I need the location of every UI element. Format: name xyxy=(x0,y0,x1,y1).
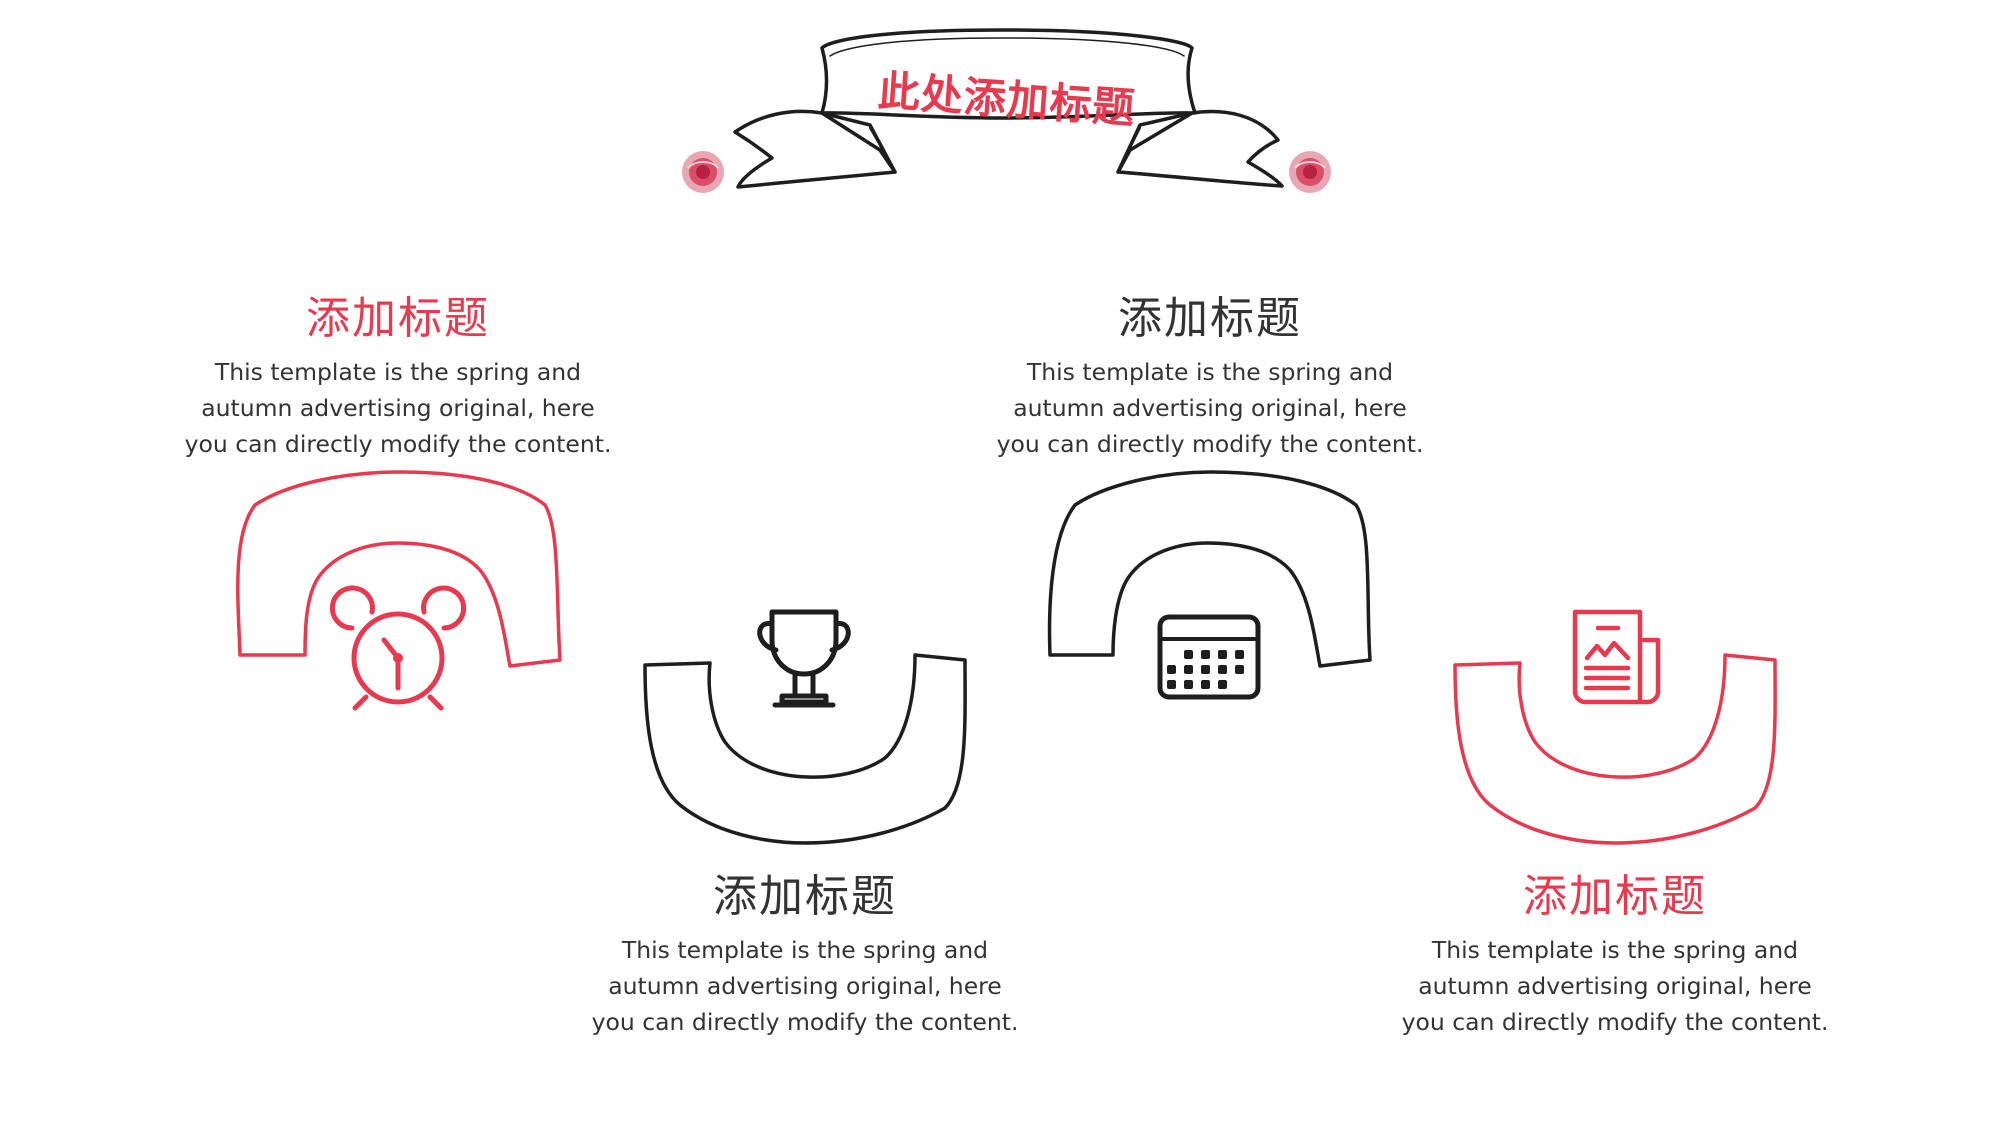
item-4-title: 添加标题 xyxy=(1523,871,1707,922)
item-1-line-1: This template is the spring and xyxy=(214,358,582,386)
newspaper-icon xyxy=(1572,609,1661,705)
alarm-clock-icon xyxy=(329,585,467,711)
arc-2 xyxy=(643,653,967,845)
arc-3 xyxy=(1047,470,1372,668)
item-4-line-1: This template is the spring and xyxy=(1431,936,1799,964)
item-3-title: 添加标题 xyxy=(1118,293,1302,344)
item-3-description: This template is the spring and autumn a… xyxy=(975,354,1445,462)
item-2-description: This template is the spring and autumn a… xyxy=(570,932,1040,1040)
item-1-line-2: autumn advertising original, here xyxy=(201,394,595,422)
item-3-line-2: autumn advertising original, here xyxy=(1013,394,1407,422)
item-3-line-1: This template is the spring and xyxy=(1026,358,1394,386)
calendar-icon xyxy=(1157,614,1261,700)
item-2-line-1: This template is the spring and xyxy=(621,936,989,964)
item-4-line-2: autumn advertising original, here xyxy=(1418,972,1812,1000)
item-1-title: 添加标题 xyxy=(306,293,490,344)
item-4-line-3: you can directly modify the content. xyxy=(1401,1008,1829,1036)
arc-4 xyxy=(1453,653,1777,845)
item-1-line-3: you can directly modify the content. xyxy=(184,430,612,458)
trophy-icon xyxy=(757,609,851,708)
item-1-description: This template is the spring and autumn a… xyxy=(163,354,633,462)
arc-1 xyxy=(236,470,562,668)
item-3-line-3: you can directly modify the content. xyxy=(996,430,1424,458)
item-4-description: This template is the spring and autumn a… xyxy=(1380,932,1850,1040)
rose-decoration-left xyxy=(682,151,724,193)
rose-decoration-right xyxy=(1289,151,1331,193)
item-2-line-2: autumn advertising original, here xyxy=(608,972,1002,1000)
item-2-line-3: you can directly modify the content. xyxy=(591,1008,1019,1036)
item-2-title: 添加标题 xyxy=(713,871,897,922)
